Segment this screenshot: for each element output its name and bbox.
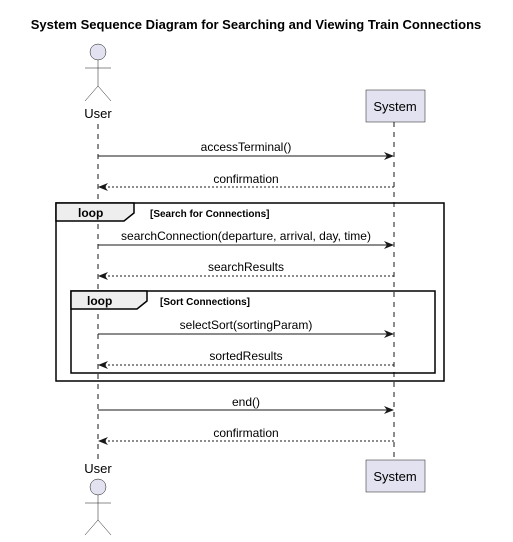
message-label: end() — [232, 395, 260, 409]
message-select-sort: selectSort(sortingParam) — [98, 318, 394, 338]
system-label-top: System — [373, 99, 416, 114]
diagram-title: System Sequence Diagram for Searching an… — [31, 17, 482, 32]
message-search-results: searchResults — [98, 260, 394, 280]
system-label-bottom: System — [373, 469, 416, 484]
actor-head-icon — [89, 43, 107, 61]
loop-keyword: loop — [87, 294, 112, 308]
system-participant-top: System — [365, 89, 426, 123]
loop-frame-sort: loop [Sort Connections] — [70, 290, 436, 374]
message-label: selectSort(sortingParam) — [180, 318, 313, 332]
message-label: sortedResults — [209, 349, 282, 363]
message-confirmation-1: confirmation — [98, 172, 394, 191]
message-label: confirmation — [213, 426, 278, 440]
system-participant-bottom: System — [365, 459, 426, 493]
message-search-connection: searchConnection(departure, arrival, day… — [98, 229, 394, 249]
loop-frame-border — [70, 290, 436, 374]
loop-condition: [Sort Connections] — [160, 297, 250, 308]
message-label: searchResults — [208, 260, 284, 274]
user-label-top: User — [84, 106, 112, 121]
user-actor-bottom: User — [84, 461, 112, 536]
user-label-bottom: User — [84, 461, 112, 476]
loop-frame-search: loop [Search for Connections] — [55, 202, 445, 382]
message-end: end() — [98, 395, 394, 414]
message-label: searchConnection(departure, arrival, day… — [121, 229, 371, 243]
message-confirmation-2: confirmation — [98, 426, 394, 445]
loop-keyword: loop — [78, 206, 103, 220]
message-label: accessTerminal() — [201, 140, 292, 154]
message-label: confirmation — [213, 172, 278, 186]
loop-frame-tab — [70, 290, 148, 310]
message-sorted-results: sortedResults — [98, 349, 394, 369]
loop-frame-tab — [55, 202, 135, 222]
system-box-bottom — [365, 459, 426, 493]
system-box-top — [365, 89, 426, 123]
loop-condition: [Search for Connections] — [150, 209, 269, 220]
message-access-terminal: accessTerminal() — [98, 140, 394, 160]
user-actor-top: User — [84, 43, 112, 121]
loop-frame-border — [55, 202, 445, 382]
actor-head-icon — [89, 478, 107, 496]
